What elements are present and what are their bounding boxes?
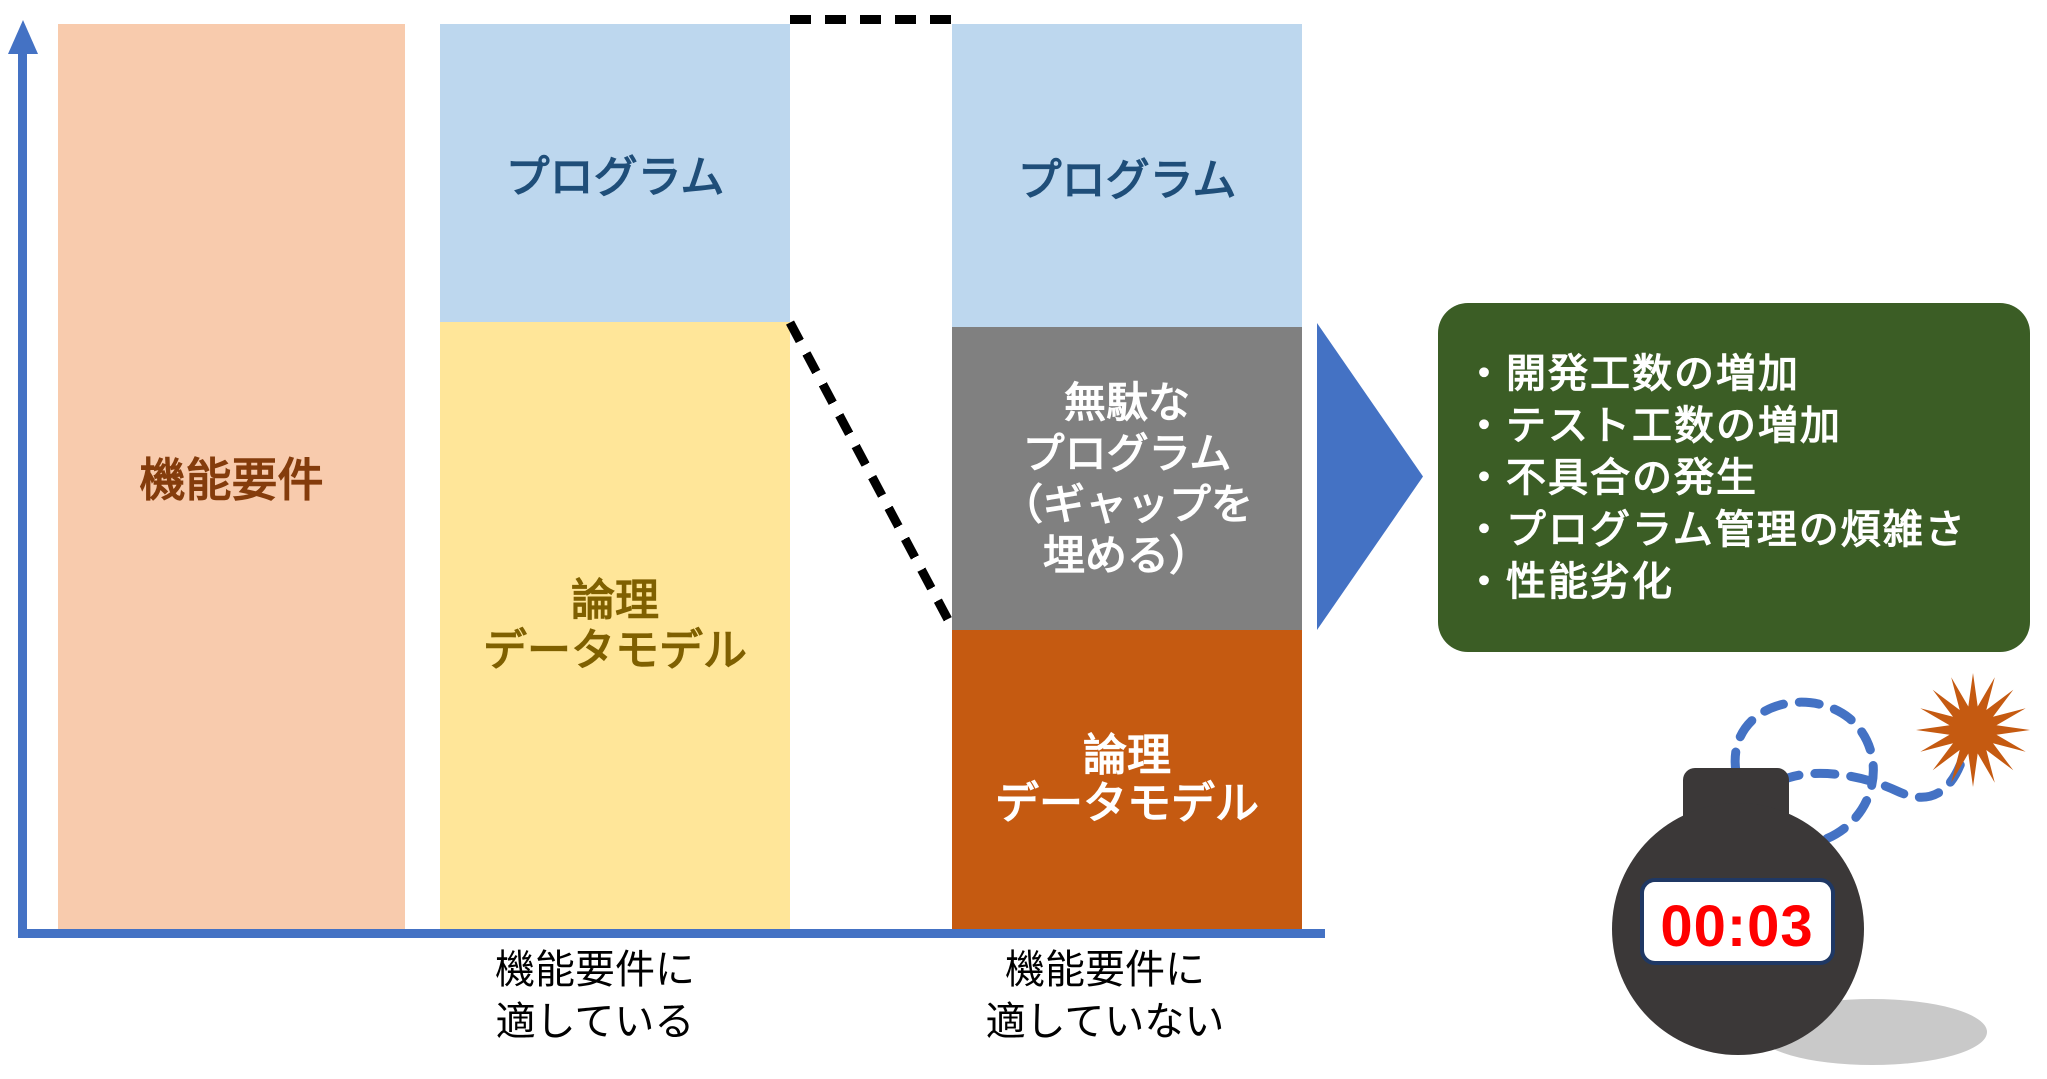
x-axis-label-fit-line1: 機能要件に: [495, 948, 695, 992]
x-axis-label-fit: 機能要件に 適している: [420, 944, 770, 1048]
callout-item-1: ・開発工数の増加: [1464, 351, 1800, 396]
functional-requirements-label: 機能要件: [139, 453, 324, 506]
x-axis-label-fit-line2: 適している: [495, 1000, 695, 1044]
x-axis-label-unfit-line2: 適していない: [985, 1000, 1225, 1044]
fit-model-label-line2: データモデル: [483, 625, 747, 675]
wasted-program-label-line3: （ギャップを: [1000, 480, 1253, 528]
unfit-bar-program-segment: プログラム: [952, 24, 1302, 327]
callout-item-5: ・性能劣化: [1464, 559, 1674, 604]
spark-starburst-icon: [1916, 673, 2030, 787]
fit-bar-program-segment: プログラム: [440, 24, 790, 322]
callout-item-4: ・プログラム管理の煩雑さ: [1464, 507, 1967, 552]
x-axis-line: [18, 929, 1325, 938]
y-axis-up-arrow-icon: [8, 20, 38, 54]
consequences-callout: ・開発工数の増加 ・テスト工数の増加 ・不具合の発生 ・プログラム管理の煩雑さ …: [1438, 303, 2030, 652]
timer-display: [1640, 878, 1835, 965]
dashed-diagonal-connector-line: [786, 320, 957, 631]
unfit-program-label: プログラム: [1017, 155, 1237, 205]
callout-item-2: ・テスト工数の増加: [1464, 403, 1842, 448]
unfit-model-label-line2: データモデル: [995, 778, 1259, 828]
unfit-bar-wasted-program-segment: 無駄な プログラム （ギャップを 埋める）: [952, 327, 1302, 630]
fit-model-label-line1: 論理: [571, 575, 659, 625]
x-axis-label-unfit: 機能要件に 適していない: [930, 944, 1280, 1048]
timer-value: 00:03: [1660, 894, 1813, 959]
callout-item-3: ・不具合の発生: [1464, 455, 1758, 500]
unfit-bar-logical-data-model-segment: 論理 データモデル: [952, 630, 1302, 929]
time-bomb-illustration: 00:03: [1612, 673, 2030, 1065]
wasted-program-label-line2: プログラム: [1022, 429, 1232, 477]
fit-program-label: プログラム: [505, 153, 725, 202]
wasted-program-label-line4: 埋める）: [1042, 531, 1211, 579]
wasted-program-label-line1: 無駄な: [1063, 378, 1190, 426]
bar-functional-requirements: 機能要件: [58, 24, 405, 929]
unfit-model-label-line1: 論理: [1083, 730, 1171, 780]
right-arrow-icon: [1317, 323, 1423, 630]
x-axis-label-unfit-line1: 機能要件に: [1005, 948, 1205, 992]
y-axis-line: [18, 46, 27, 938]
dashed-top-connector-line: [790, 15, 952, 24]
fit-bar-logical-data-model-segment: 論理 データモデル: [440, 322, 790, 929]
